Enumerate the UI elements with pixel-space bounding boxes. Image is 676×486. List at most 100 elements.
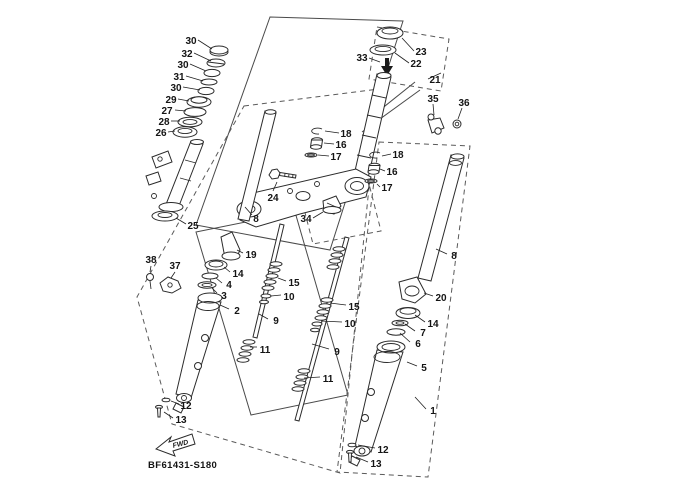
solid-box-steering-assembly (195, 16, 404, 251)
callout-20: 20 (423, 292, 447, 304)
callout-label: 12 (180, 401, 192, 412)
callout-30c: 30 (170, 83, 201, 94)
callout-label: 16 (335, 140, 347, 151)
part-12-13-right (346, 442, 357, 463)
callout-label: 11 (260, 345, 271, 356)
callout-label: 15 (348, 302, 360, 313)
callout-30: 30 (185, 36, 213, 50)
callout-label: 7 (420, 328, 426, 339)
part-33-bolt-arrow (381, 58, 393, 76)
callout-33: 33 (356, 53, 381, 64)
callout-17-right: 17 (376, 183, 393, 194)
callout-11-right: 11 (303, 374, 334, 385)
dashed-box-stem-cap-detail (368, 26, 450, 92)
part-34-horn-bracket (322, 195, 342, 215)
callout-36: 36 (457, 98, 470, 120)
callout-1: 1 (414, 396, 436, 417)
callout-label: 2 (234, 306, 240, 317)
callout-label: 14 (232, 269, 244, 280)
callout-label: 23 (415, 47, 427, 58)
callout-label: 11 (323, 374, 334, 385)
callout-4: 4 (215, 277, 232, 291)
part-37-38-bracket (146, 273, 182, 294)
callout-label: 10 (283, 292, 295, 303)
callout-6: 6 (399, 332, 421, 350)
fwd-label: FWD (172, 439, 189, 450)
callout-18-left: 18 (324, 129, 352, 140)
callout-label: 25 (187, 221, 199, 232)
part-18-16-17-left (304, 127, 324, 158)
part-stem-cap-detail (369, 26, 404, 76)
callout-32: 32 (181, 49, 212, 62)
callout-label: 31 (173, 72, 185, 83)
callout-label: 14 (427, 319, 439, 330)
callout-label: 1 (430, 406, 436, 417)
callout-label: 17 (381, 183, 393, 194)
part-steering-lower-bracket (145, 139, 204, 222)
callout-14-left: 14 (223, 266, 244, 280)
callout-12-left: 12 (170, 400, 192, 412)
callout-label: 9 (334, 347, 340, 358)
callout-label: 29 (165, 95, 177, 106)
callout-label: 33 (356, 53, 368, 64)
callout-11-left: 11 (250, 345, 271, 356)
callout-10-left: 10 (270, 292, 295, 303)
callout-3: 3 (211, 287, 227, 302)
callout-label: 13 (370, 459, 382, 470)
callout-label: 18 (340, 129, 352, 140)
callout-27: 27 (161, 106, 187, 117)
part-24-bolt (268, 168, 297, 180)
part-12-13-left (155, 397, 171, 418)
callout-label: 26 (155, 128, 167, 139)
callout-2: 2 (219, 304, 240, 317)
part-bearing-stack (172, 45, 229, 138)
callout-38: 38 (145, 255, 157, 273)
callouts: 30 32 30 31 30 29 27 28 26 25 38 37 33 2… (145, 36, 470, 470)
callout-10-right: 10 (320, 319, 356, 330)
part-damper-rod-right (291, 236, 350, 422)
callout-label: 32 (181, 49, 193, 60)
callout-label: 13 (175, 415, 187, 426)
callout-label: 30 (177, 60, 189, 71)
part-8-inner-tube-right (417, 153, 465, 282)
dashed-box-right-fork (336, 141, 471, 478)
callout-label: 8 (253, 214, 259, 225)
callout-25: 25 (175, 217, 199, 232)
callout-15-right: 15 (329, 302, 360, 313)
callout-13-left: 13 (163, 411, 187, 426)
callout-9-left: 9 (258, 313, 279, 327)
callout-label: 21 (429, 75, 441, 86)
callout-label: 12 (377, 445, 389, 456)
callout-label: 27 (161, 106, 173, 117)
part-damper-rod-left (236, 223, 285, 363)
callout-label: 15 (288, 278, 300, 289)
part-8-inner-tube-left (237, 109, 277, 222)
part-2-outer-tube-left (172, 292, 223, 414)
part-18-16-17-right (364, 151, 381, 184)
callout-label: 18 (392, 150, 404, 161)
part-5-outer-tube-right (348, 340, 406, 467)
fwd-marker: FWD (154, 433, 196, 457)
callout-8-right: 8 (435, 248, 457, 262)
callout-35: 35 (427, 94, 439, 116)
callout-34: 34 (300, 211, 324, 225)
callout-label: 5 (421, 363, 427, 374)
callout-37: 37 (169, 261, 181, 279)
callout-23: 23 (401, 37, 427, 58)
callout-label: 34 (300, 214, 312, 225)
callout-26: 26 (155, 128, 176, 139)
callout-16-right: 16 (379, 167, 398, 178)
callout-15-left: 15 (277, 277, 300, 289)
callout-label: 36 (458, 98, 470, 109)
callout-label: 38 (145, 255, 157, 266)
callout-label: 37 (169, 261, 181, 272)
part-drawings (145, 26, 465, 467)
callout-label: 3 (221, 291, 227, 302)
callout-label: 30 (170, 83, 182, 94)
callout-label: 16 (386, 167, 398, 178)
callout-14-right: 14 (414, 314, 439, 330)
callout-label: 35 (427, 94, 439, 105)
diagram-code: BF61431-S180 (148, 460, 217, 471)
callout-label: 8 (451, 251, 457, 262)
